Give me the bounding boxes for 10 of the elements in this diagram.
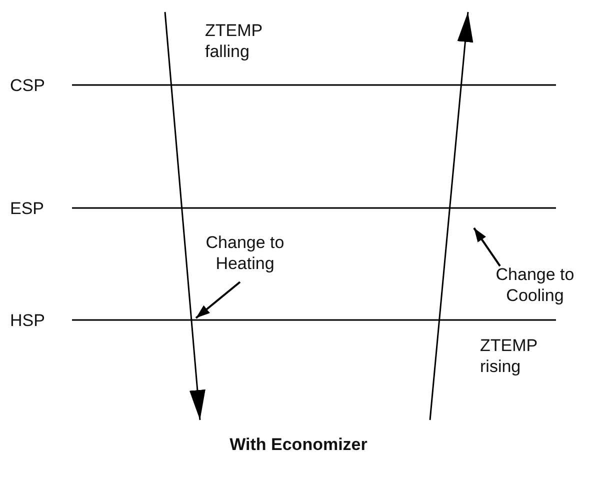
caption: With Economizer [228,434,368,455]
setpoint-label: HSP [10,310,46,331]
callout-text: Change to Cooling [480,264,590,306]
leader-arrow [195,281,241,319]
annotation-text: ZTEMP rising [480,335,538,377]
callout-text: Change to Heating [195,232,295,274]
setpoint-label: ESP [10,198,46,219]
setpoint-label: CSP [10,75,46,96]
annotation-text: ZTEMP falling [205,20,264,62]
leader-arrow [473,227,501,267]
